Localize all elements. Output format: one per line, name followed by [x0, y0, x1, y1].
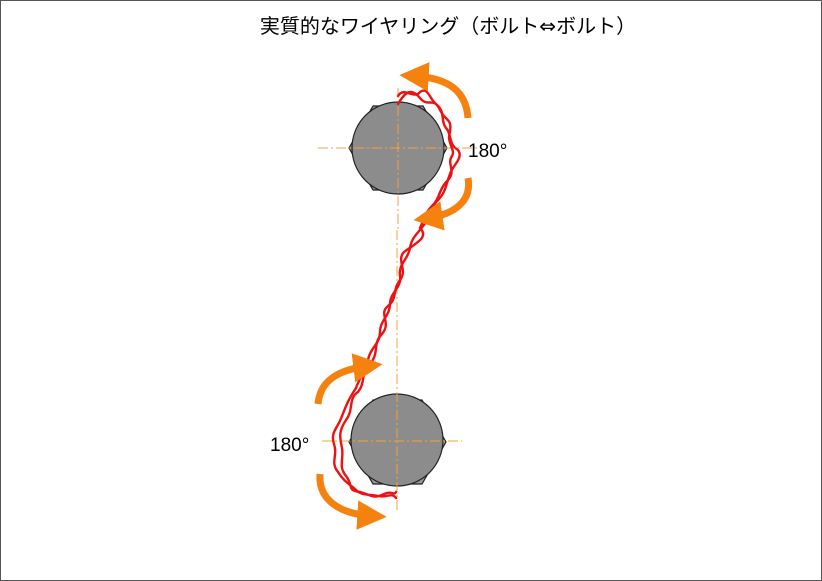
bottom-arrow-lower [316, 473, 387, 530]
bottom-rotation-arrows [314, 353, 387, 530]
bolt-top [318, 88, 478, 230]
top-arrow-upper [399, 62, 472, 119]
top-angle-label: 180° [468, 141, 507, 162]
bottom-angle-label: 180° [270, 435, 309, 456]
diagram-title: 実質的なワイヤリング（ボルト⇔ボルト） [260, 14, 636, 38]
top-arrow-lower [413, 177, 473, 231]
top-rotation-arrows [399, 62, 473, 231]
bottom-arrow-upper [314, 353, 383, 405]
